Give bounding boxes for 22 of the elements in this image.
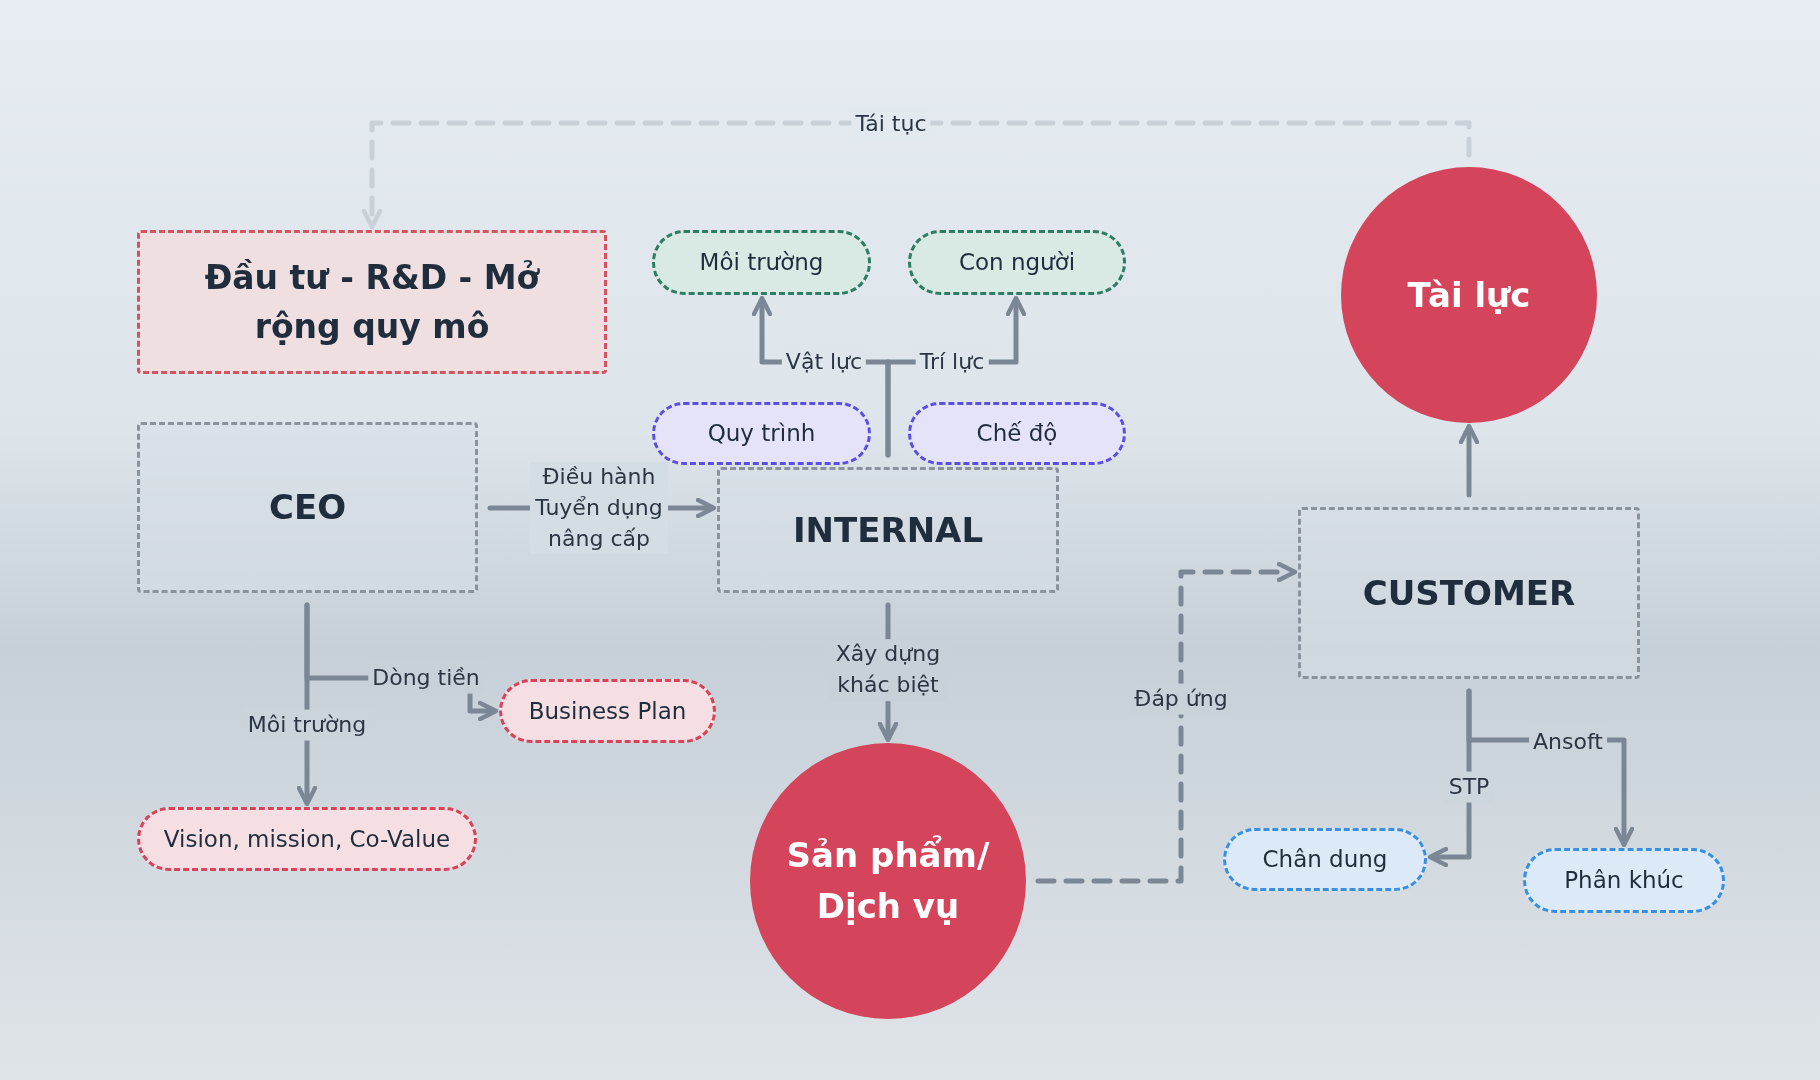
dashed-arrow	[1035, 561, 1298, 884]
node-label: Con người	[958, 248, 1076, 278]
node-label: Môi trường	[699, 248, 824, 278]
process-box	[137, 230, 607, 374]
node-label: Vision, mission, Co-Value	[163, 824, 451, 854]
node-label: Quy trình	[707, 419, 816, 449]
node-label: Phân khúc	[1564, 866, 1684, 896]
node-label: CEO	[268, 486, 347, 529]
arrow	[1458, 423, 1480, 498]
process-box	[717, 467, 1059, 593]
node-label: CUSTOMER	[1362, 571, 1576, 615]
dashed-arrow	[361, 120, 1472, 230]
edge-label: Điều hành Tuyển dụng nâng cấp	[530, 461, 668, 555]
process-box	[1298, 507, 1640, 679]
node-label: Sản phẩm/ Dịch vụ	[785, 834, 991, 928]
node-label: Chế độ	[976, 419, 1058, 449]
process-box	[137, 422, 478, 593]
node-label: Tài lực	[1407, 273, 1531, 317]
node-label: Đầu tư - R&D - Mở rộng quy mô	[203, 256, 541, 348]
node-label: Business Plan	[528, 696, 687, 726]
node-label: Chân dung	[1262, 845, 1388, 875]
node-label: INTERNAL	[792, 508, 984, 552]
